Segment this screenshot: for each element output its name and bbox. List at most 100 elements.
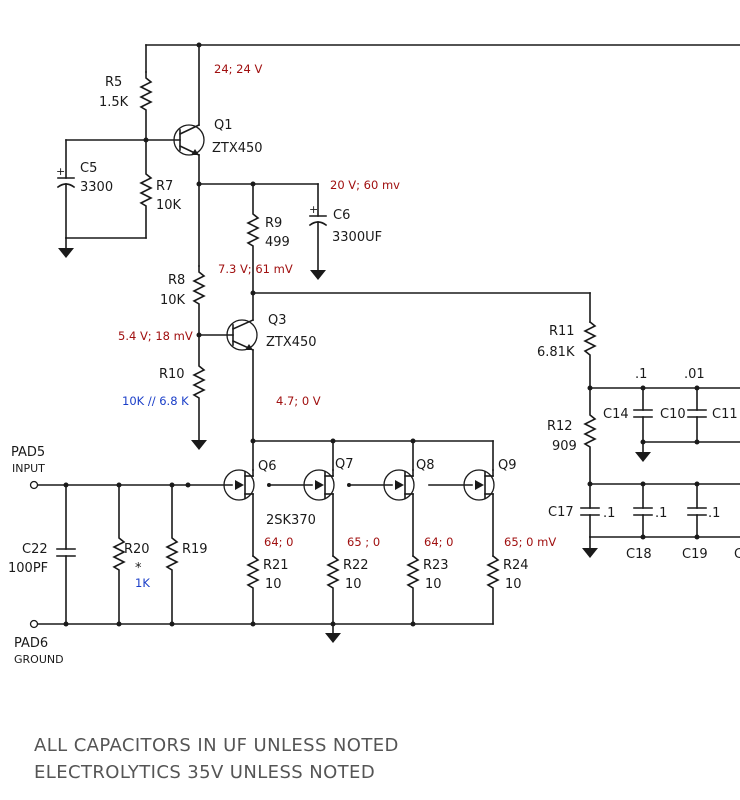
rail-r11 — [250, 290, 591, 323]
voltage-top-rail: 24; 24 V — [214, 62, 262, 76]
r7-name: R7 — [156, 179, 173, 194]
c17-name: C17 — [548, 505, 574, 520]
resistor-r10 — [191, 334, 207, 450]
resistor-r9 — [246, 183, 260, 294]
r5-name: R5 — [105, 75, 122, 90]
resistor-r24 — [486, 554, 500, 625]
cap-bank-bottom — [580, 481, 740, 558]
resistor-r20 — [112, 484, 126, 625]
ground-c5 — [58, 237, 147, 258]
r21-name: R21 — [263, 558, 289, 573]
jfet-part-label: 2SK370 — [266, 513, 316, 528]
r21-value: 10 — [265, 577, 282, 592]
r9-value: 499 — [265, 235, 290, 250]
resistor-r22 — [326, 554, 340, 625]
jfet-q7 — [303, 469, 335, 557]
voltage-r9: 7.3 V; 61 mV — [218, 262, 293, 276]
pad5-label: INPUT — [12, 462, 45, 475]
r22-name: R22 — [343, 558, 369, 573]
r7-value: 10K — [156, 198, 182, 213]
r11-name: R11 — [549, 324, 575, 339]
c17-value: .1 — [603, 506, 615, 521]
q8-name: Q8 — [416, 458, 435, 473]
capacitor-c5: + — [56, 139, 147, 239]
transistor-q3 — [198, 292, 258, 442]
voltage-r22: 65 ; 0 — [347, 535, 380, 549]
q3-name: Q3 — [268, 313, 287, 328]
r9-name: R9 — [265, 216, 282, 231]
q3-value: ZTX450 — [266, 335, 317, 350]
resistor-r8 — [192, 265, 206, 338]
r10-name: R10 — [159, 367, 185, 382]
q1-name: Q1 — [214, 118, 233, 133]
r20-value-note: 1K — [135, 576, 150, 590]
voltage-r23: 64; 0 — [424, 535, 453, 549]
r22-value: 10 — [345, 577, 362, 592]
q6-name: Q6 — [258, 459, 277, 474]
q9-name: Q9 — [498, 458, 517, 473]
q7-name: Q7 — [335, 457, 354, 472]
resistor-r7 — [139, 139, 153, 239]
c22-value: 100PF — [8, 561, 48, 576]
r24-name: R24 — [503, 558, 529, 573]
r23-name: R23 — [423, 558, 449, 573]
transistor-q1 — [145, 123, 205, 185]
c11-name: C11 — [712, 407, 738, 422]
r20-name: R20 — [124, 542, 150, 557]
r19-name: R19 — [182, 542, 208, 557]
voltage-r24: 65; 0 mV — [504, 535, 556, 549]
c22-name: C22 — [22, 542, 48, 557]
r12-name: R12 — [547, 419, 573, 434]
voltage-q3-base: 5.4 V; 18 mV — [118, 329, 193, 343]
pad6-name: PAD6 — [14, 636, 48, 651]
pad5-name: PAD5 — [11, 445, 45, 460]
resistor-r21 — [246, 554, 260, 625]
jfet-drain-rail — [250, 438, 494, 471]
resistor-r19 — [165, 484, 179, 625]
top-rail — [145, 42, 740, 126]
r24-value: 10 — [505, 577, 522, 592]
cap-bank-top — [589, 385, 740, 462]
c6-value: 3300UF — [332, 230, 382, 245]
node-q1-emitter — [196, 181, 319, 267]
svg-text:+: + — [56, 165, 65, 178]
pad6-label: GROUND — [14, 653, 64, 666]
resistor-r23 — [406, 554, 420, 625]
resistor-r12 — [583, 387, 597, 487]
jfet-q8 — [383, 469, 415, 557]
resistor-r11 — [583, 320, 597, 391]
c10-name: C10 — [660, 407, 686, 422]
c14-value: .1 — [635, 367, 647, 382]
voltage-q3-emitter: 4.7; 0 V — [276, 394, 321, 408]
r11-value: 6.81K — [537, 345, 575, 360]
input-gate-rail — [29, 480, 473, 490]
svg-text:+: + — [309, 203, 318, 216]
c5-name: C5 — [80, 161, 97, 176]
c-cut-name: C — [734, 547, 740, 562]
resistor-r5 — [139, 71, 153, 143]
c19-value: .1 — [708, 506, 720, 521]
jfet-q9 — [463, 469, 495, 557]
r12-value: 909 — [552, 439, 577, 454]
r23-value: 10 — [425, 577, 442, 592]
c6-name: C6 — [333, 208, 350, 223]
r8-value: 10K — [160, 293, 186, 308]
r8-name: R8 — [168, 273, 185, 288]
ground-rail — [29, 619, 494, 643]
jfet-q6 — [223, 469, 255, 557]
r5-value: 1.5K — [99, 95, 129, 110]
r20-value: * — [135, 561, 142, 576]
capacitor-c22 — [56, 484, 76, 625]
c10-value: .01 — [684, 367, 705, 382]
voltage-r21: 64; 0 — [264, 535, 293, 549]
c19-name: C19 — [682, 547, 708, 562]
q1-value: ZTX450 — [212, 141, 263, 156]
r10-value-note: 10K // 6.8 K — [122, 394, 189, 408]
c14-name: C14 — [603, 407, 629, 422]
c18-name: C18 — [626, 547, 652, 562]
note-capacitors: ALL CAPACITORS IN UF UNLESS NOTED — [34, 735, 399, 756]
note-electrolytics: ELECTROLYTICS 35V UNLESS NOTED — [34, 762, 375, 783]
voltage-c6: 20 V; 60 mv — [330, 178, 400, 192]
capacitor-c6: + — [308, 183, 328, 280]
